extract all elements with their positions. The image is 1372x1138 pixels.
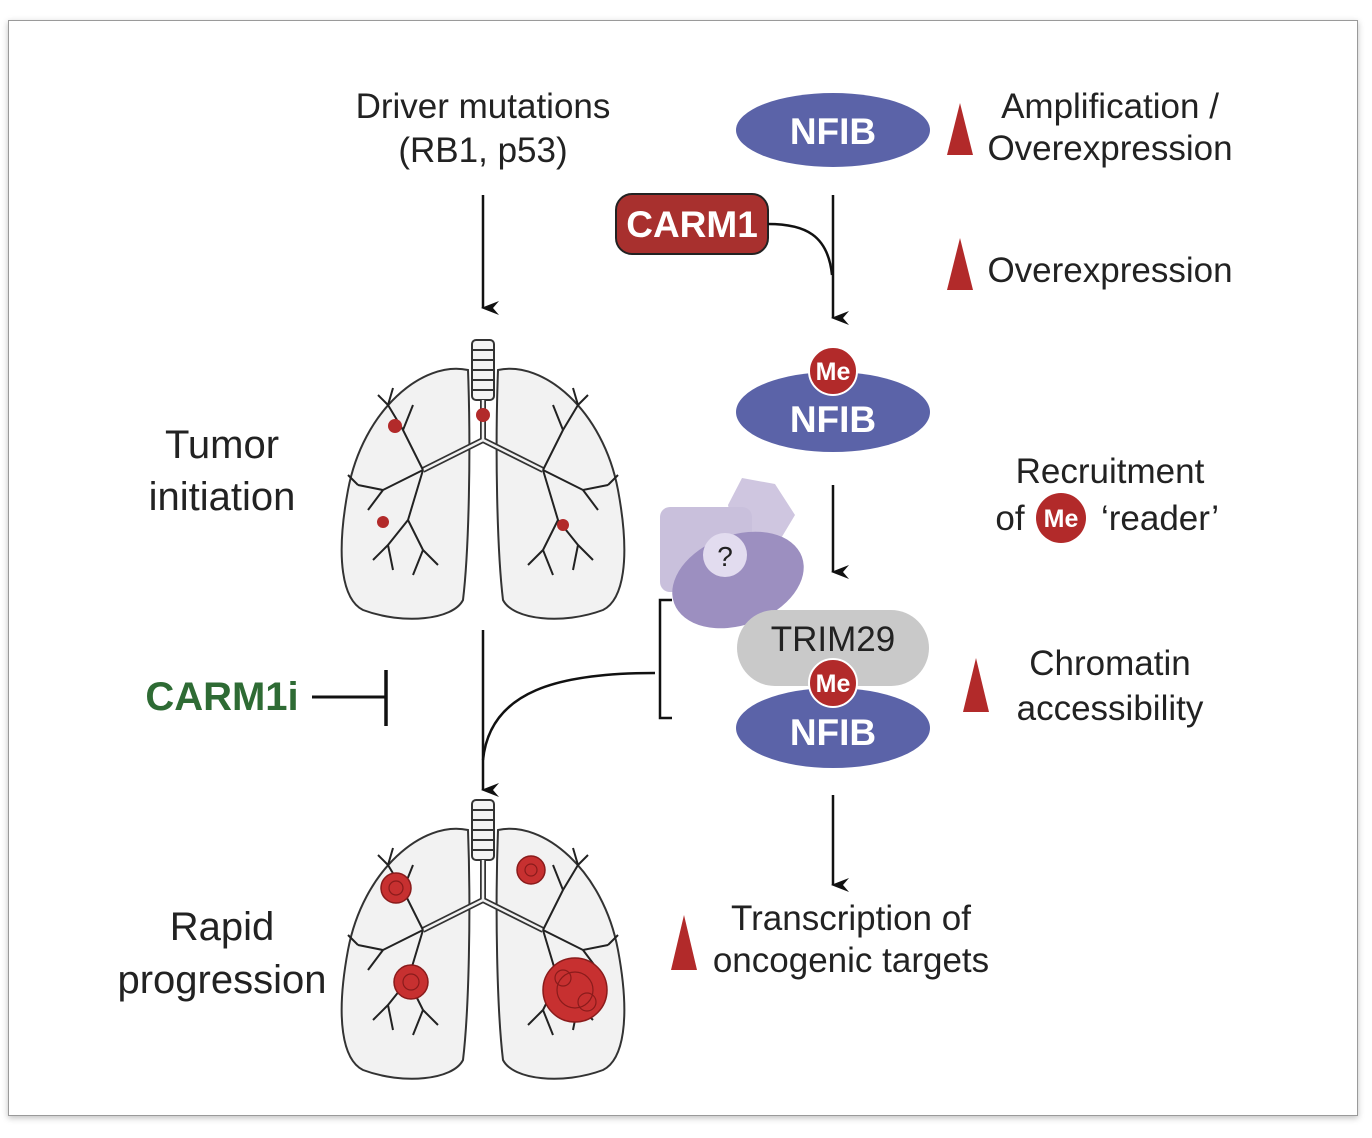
tumor-mass	[380, 872, 412, 904]
rapid-label-line1: Rapid	[170, 905, 275, 949]
unknown-reader	[703, 533, 747, 577]
lungs-initiation	[342, 340, 625, 619]
nfib-ellipse	[736, 372, 930, 452]
tumor-dot	[557, 519, 569, 531]
methyl-label: Me	[816, 670, 851, 698]
reader-complex: ?	[660, 478, 804, 629]
up-triangle-icon	[947, 103, 973, 155]
tumor-label-line1: Tumor	[165, 423, 279, 467]
nfib-label: NFIB	[790, 111, 876, 152]
trim29-label: TRIM29	[771, 620, 895, 659]
trim29-shape	[737, 610, 929, 686]
unknown-label: ?	[717, 541, 733, 572]
amp-label-line1: Amplification /	[1001, 87, 1219, 126]
carm1i-label: CARM1i	[145, 675, 298, 719]
recruit-reader-label: ‘reader’	[1101, 499, 1219, 538]
complex-bracket	[658, 598, 672, 720]
tumor-dot	[476, 408, 490, 422]
nfib-label: NFIB	[790, 712, 876, 753]
up-triangle-icon	[963, 658, 989, 712]
methyl-label: Me	[1044, 505, 1079, 533]
up-triangle-icon	[671, 915, 697, 970]
tumor-mass	[542, 957, 608, 1023]
trim29-effect-curve	[481, 671, 656, 761]
chromatin-label-line2: accessibility	[1017, 689, 1204, 728]
overexpression-label: Overexpression	[987, 251, 1232, 290]
nfib-ellipse	[736, 93, 930, 167]
nfib-label: NFIB	[790, 399, 876, 440]
tumor-mass	[393, 964, 429, 1000]
carm1-curve	[767, 222, 834, 276]
chromatin-label-line1: Chromatin	[1029, 644, 1190, 683]
recruit-of-label: of	[995, 499, 1024, 538]
methyl-badge	[808, 346, 858, 396]
up-triangle-icon	[947, 238, 973, 290]
transcription-label-line1: Transcription of	[731, 899, 971, 938]
methyl-badge	[808, 658, 858, 708]
tumor-mass	[516, 855, 546, 885]
lungs-progression	[342, 800, 625, 1079]
tumor-dot	[377, 516, 389, 528]
tumor-dot	[388, 419, 402, 433]
amp-label-line2: Overexpression	[987, 129, 1232, 168]
recruit-label-line1: Recruitment	[1016, 452, 1205, 491]
tumor-label-line2: initiation	[149, 475, 296, 519]
carm1-label: CARM1	[626, 204, 758, 245]
rapid-label-line2: progression	[117, 958, 326, 1002]
transcription-label-line2: oncogenic targets	[713, 941, 989, 980]
nfib-ellipse	[736, 688, 930, 768]
driver-label-line1: Driver mutations	[356, 87, 611, 126]
methyl-label: Me	[816, 358, 851, 386]
driver-label-line2: (RB1, p53)	[398, 131, 567, 170]
methyl-badge	[1036, 493, 1086, 543]
